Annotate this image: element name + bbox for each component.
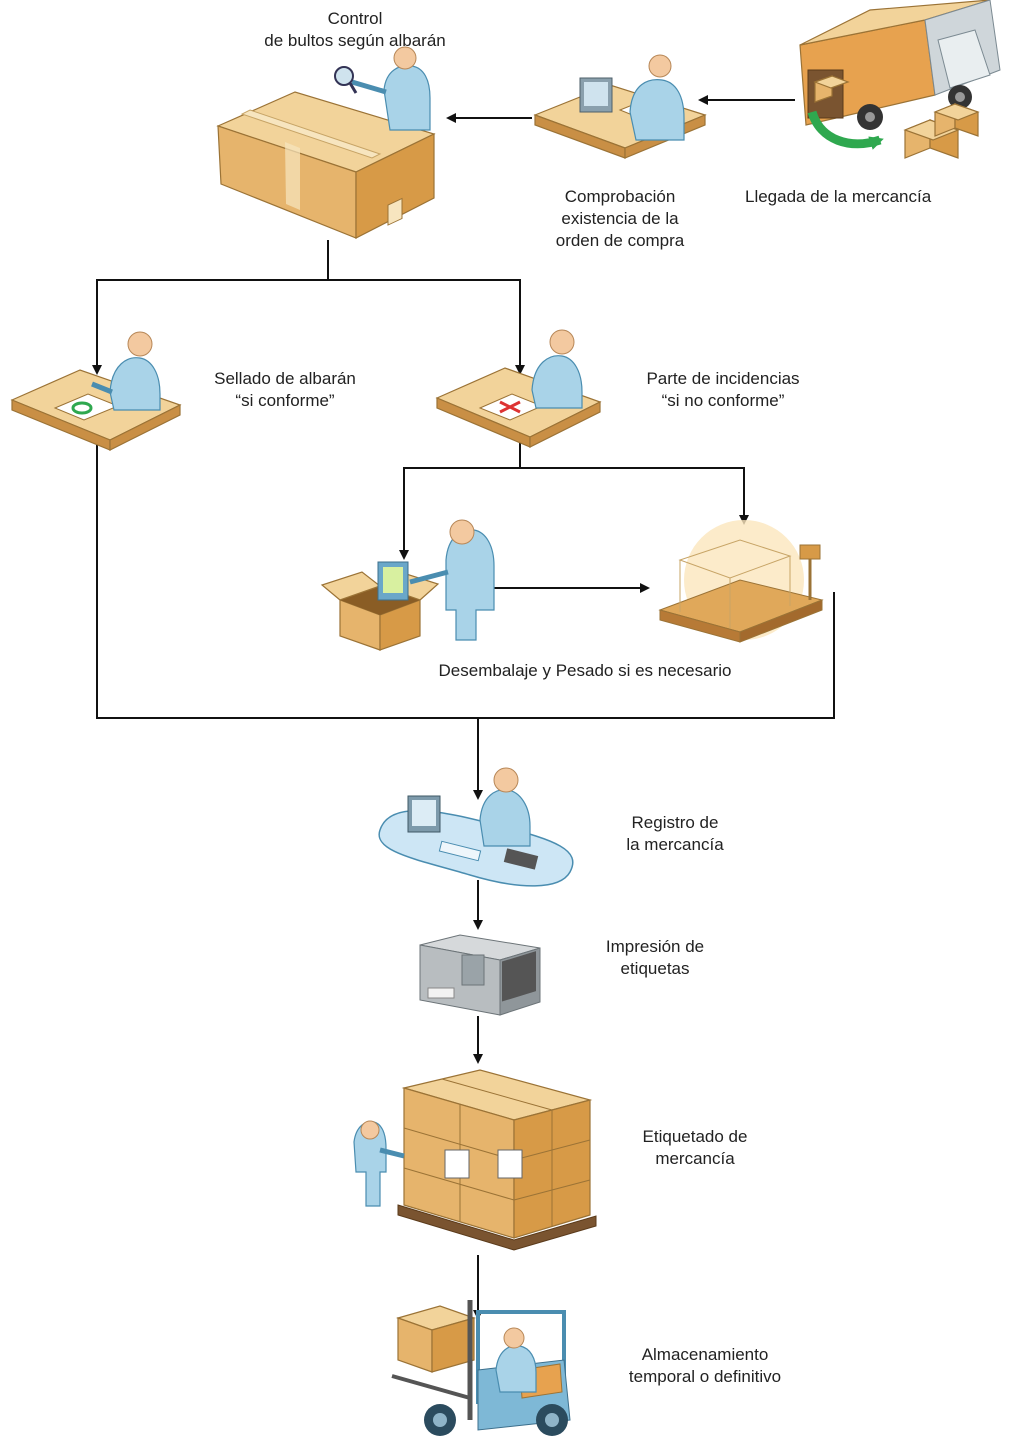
label-registro: Registro de la mercancía xyxy=(590,812,760,856)
label-control: Control de bultos según albarán xyxy=(230,8,480,52)
label-impresion-line1: Impresión de xyxy=(605,937,705,956)
label-etiquetado-line1: Etiquetado de xyxy=(642,1127,748,1146)
label-printer-illustration xyxy=(419,934,541,1016)
box-control-illustration xyxy=(216,46,436,239)
label-comprobacion-line3: orden de compra xyxy=(555,231,685,250)
label-impresion: Impresión de etiquetas xyxy=(570,936,740,980)
arrow-control-to-sellado xyxy=(92,279,328,375)
desk-sellado-illustration xyxy=(10,331,182,451)
arrow-control-to-parte xyxy=(328,279,525,375)
desk-incidencias-illustration xyxy=(435,329,602,448)
label-almacenamiento-line1: Almacenamiento xyxy=(641,1345,769,1364)
label-impresion-line2: etiquetas xyxy=(620,959,690,978)
label-almacenamiento-line2: temporal o definitivo xyxy=(628,1367,782,1386)
desk-computer-illustration xyxy=(533,54,707,159)
label-desembalaje: Desembalaje y Pesado si es necesario xyxy=(360,660,810,682)
label-parte: Parte de incidencias “si no conforme” xyxy=(608,368,838,412)
label-sellado-line2: “si conforme” xyxy=(235,391,335,410)
label-comprobacion-line1: Comprobación xyxy=(564,187,676,206)
label-sellado: Sellado de albarán “si conforme” xyxy=(185,368,385,412)
label-control-line2: de bultos según albarán xyxy=(264,31,446,50)
label-etiquetado: Etiquetado de mercancía xyxy=(610,1126,780,1170)
label-registro-line2: la mercancía xyxy=(626,835,724,854)
label-llegada-line1: Llegada de la mercancía xyxy=(745,187,932,206)
label-desembalaje-line1: Desembalaje y Pesado si es necesario xyxy=(438,661,732,680)
open-box-illustration xyxy=(320,519,495,651)
label-comprobacion: Comprobación existencia de la orden de c… xyxy=(520,186,720,252)
label-etiquetado-line2: mercancía xyxy=(655,1149,735,1168)
arrow-parte-to-desembalaje xyxy=(399,467,520,560)
line-sellado-merge xyxy=(96,438,835,719)
label-sellado-line1: Sellado de albarán xyxy=(214,369,356,388)
truck-illustration xyxy=(799,0,1001,159)
label-registro-line1: Registro de xyxy=(631,813,719,832)
forklift-illustration xyxy=(391,1300,571,1436)
label-almacenamiento: Almacenamiento temporal o definitivo xyxy=(590,1344,820,1388)
label-parte-line1: Parte de incidencias xyxy=(646,369,800,388)
pallet-illustration xyxy=(353,1069,597,1251)
label-control-line1: Control xyxy=(327,9,383,28)
scale-illustration xyxy=(658,520,824,643)
label-parte-line2: “si no conforme” xyxy=(661,391,785,410)
desk-registro-illustration xyxy=(378,767,574,887)
arrow-parte-to-pesado xyxy=(520,467,749,525)
label-llegada: Llegada de la mercancía xyxy=(745,186,931,208)
label-comprobacion-line2: existencia de la xyxy=(561,209,679,228)
